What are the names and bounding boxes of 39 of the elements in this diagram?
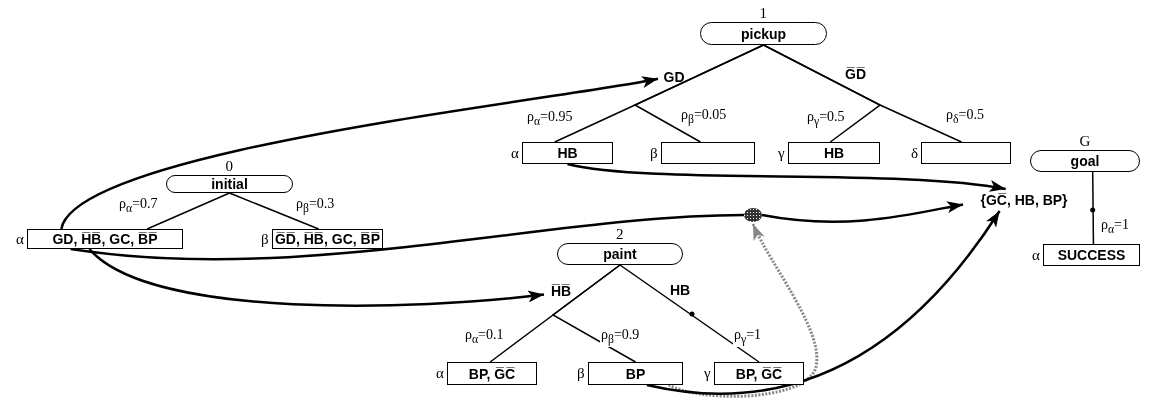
condition-text: G̅D̅ bbox=[845, 66, 866, 82]
outcome-box: BP, G̅C̅ bbox=[714, 362, 804, 385]
condition-text: GD bbox=[658, 68, 690, 86]
outcome-letter: α bbox=[1032, 246, 1040, 264]
outcome-box: BP, G̅C̅ bbox=[447, 362, 537, 385]
condition-text: {GC̅, HB, BP} bbox=[963, 189, 1085, 211]
outcome-letter: γ bbox=[778, 144, 785, 162]
empty-outcome-box bbox=[661, 142, 755, 164]
outcome-letter: δ bbox=[911, 144, 919, 162]
outcome-box: BP bbox=[588, 362, 683, 385]
probability-label: ρ$_{β}$=0.05 bbox=[680, 108, 728, 127]
node-number: 2 bbox=[616, 226, 624, 243]
outcome-letter: α bbox=[436, 365, 444, 382]
outcome-letter: α bbox=[16, 230, 24, 248]
outcome-box: G̅D̅, H̅B̅, GC, B̅P̅ bbox=[272, 229, 383, 249]
outcome-box: HB bbox=[788, 142, 880, 164]
probability-label: ρ$_{β}$=0.9 bbox=[600, 328, 641, 347]
outcome-letter: β bbox=[577, 365, 585, 382]
outcome-box: GD, H̅B̅, GC, B̅P̅ bbox=[27, 229, 183, 249]
action-box: pickup bbox=[700, 22, 827, 45]
outcome-box: HB bbox=[522, 142, 613, 164]
outcome-letter: β bbox=[261, 230, 269, 248]
probability-label: ρ$_{γ}$=1 bbox=[733, 328, 763, 347]
merge-dot bbox=[744, 206, 762, 224]
outcome-letter: γ bbox=[704, 365, 711, 382]
condition-text: HB bbox=[670, 282, 691, 298]
outcome-letter: β bbox=[650, 144, 658, 162]
probability-label: ρ$_{γ}$=0.5 bbox=[806, 110, 846, 129]
outcome-letter: α bbox=[511, 144, 519, 162]
action-box: paint bbox=[557, 243, 683, 265]
action-box: goal bbox=[1030, 150, 1140, 172]
empty-outcome-box bbox=[921, 142, 1011, 164]
node-number: G bbox=[1079, 133, 1091, 150]
probability-label: ρ$_{β}$=0.3 bbox=[295, 197, 336, 216]
condition-text: H̅B̅ bbox=[544, 282, 578, 300]
node-number: 0 bbox=[225, 158, 233, 175]
node-number: 1 bbox=[759, 5, 767, 22]
outcome-box: SUCCESS bbox=[1043, 244, 1140, 266]
action-box: initial bbox=[166, 175, 293, 193]
